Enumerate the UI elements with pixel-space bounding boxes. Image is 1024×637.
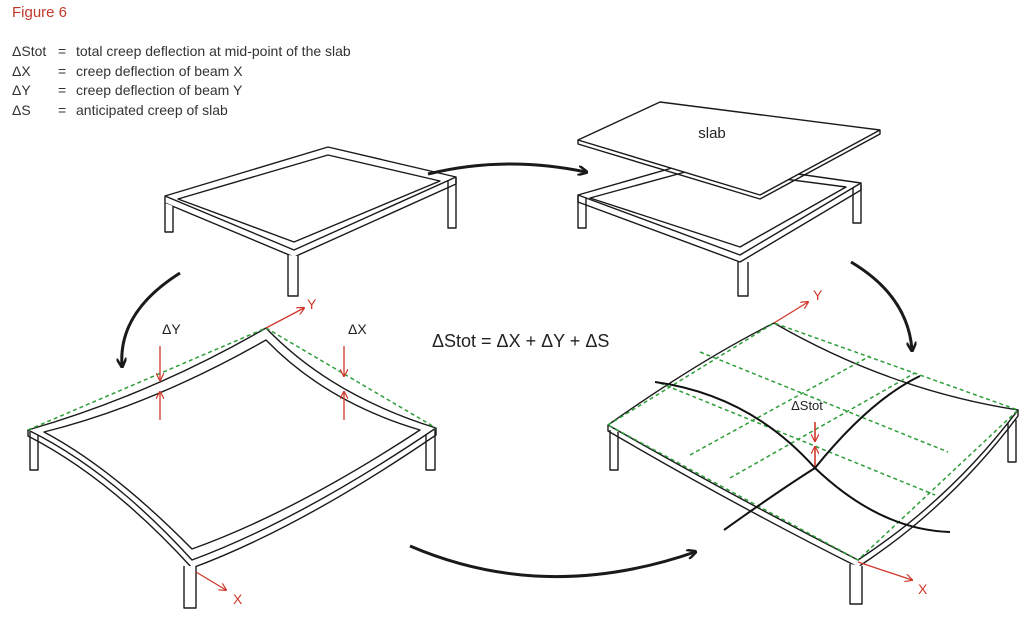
legend-row-stot: ΔStot = total creep deflection at mid-po… bbox=[12, 42, 351, 62]
label-delta-y: ΔY bbox=[162, 321, 181, 337]
label-axis-x-left: X bbox=[233, 591, 243, 607]
arrow-right bbox=[850, 260, 912, 350]
legend-equals: = bbox=[58, 62, 67, 79]
legend-row-x: ΔX = creep deflection of beam X bbox=[12, 62, 351, 82]
label-delta-x: ΔX bbox=[348, 321, 367, 337]
label-delta-stot: ΔStot bbox=[791, 398, 823, 413]
legend-text: total creep deflection at mid-point of t… bbox=[76, 43, 351, 59]
frame-deflected-reference bbox=[27, 327, 437, 431]
legend-text: creep deflection of beam Y bbox=[76, 82, 243, 98]
legend-symbol: ΔStot bbox=[12, 43, 47, 59]
arrow-left bbox=[122, 271, 181, 366]
legend-text: anticipated creep of slab bbox=[76, 101, 228, 118]
legend-row-y: ΔY = creep deflection of beam Y bbox=[12, 81, 351, 101]
legend-equals: = bbox=[58, 43, 67, 59]
frame-undeformed bbox=[164, 146, 457, 297]
slab-label: slab bbox=[698, 125, 726, 142]
slab-deflected-reference bbox=[606, 322, 1020, 561]
annotations bbox=[160, 302, 912, 590]
slab-deflected bbox=[607, 322, 1019, 605]
arrow-bottom bbox=[409, 544, 695, 578]
slab-deflection-curves bbox=[654, 375, 951, 533]
label-axis-x-right: X bbox=[918, 581, 928, 597]
legend-symbol: ΔX bbox=[12, 62, 31, 79]
legend-symbol: ΔS bbox=[12, 101, 31, 118]
figure-label: Figure 6 bbox=[12, 4, 68, 21]
frame-with-slab bbox=[577, 159, 862, 297]
legend: ΔStot = total creep deflection at mid-po… bbox=[12, 42, 351, 120]
legend-equals: = bbox=[58, 101, 67, 118]
process-arrows bbox=[122, 162, 912, 578]
label-axis-y-left: Y bbox=[307, 296, 317, 312]
label-axis-y-right: Y bbox=[813, 287, 823, 303]
legend-row-s: ΔS = anticipated creep of slab bbox=[12, 101, 351, 121]
slab-plate bbox=[577, 101, 881, 200]
arrow-top bbox=[427, 162, 586, 174]
legend-text: creep deflection of beam X bbox=[76, 62, 243, 79]
frame-deflected bbox=[27, 327, 437, 609]
legend-symbol: ΔY bbox=[12, 82, 31, 98]
equation: ΔStot = ΔX + ΔY + ΔS bbox=[432, 331, 609, 351]
legend-equals: = bbox=[58, 82, 67, 98]
